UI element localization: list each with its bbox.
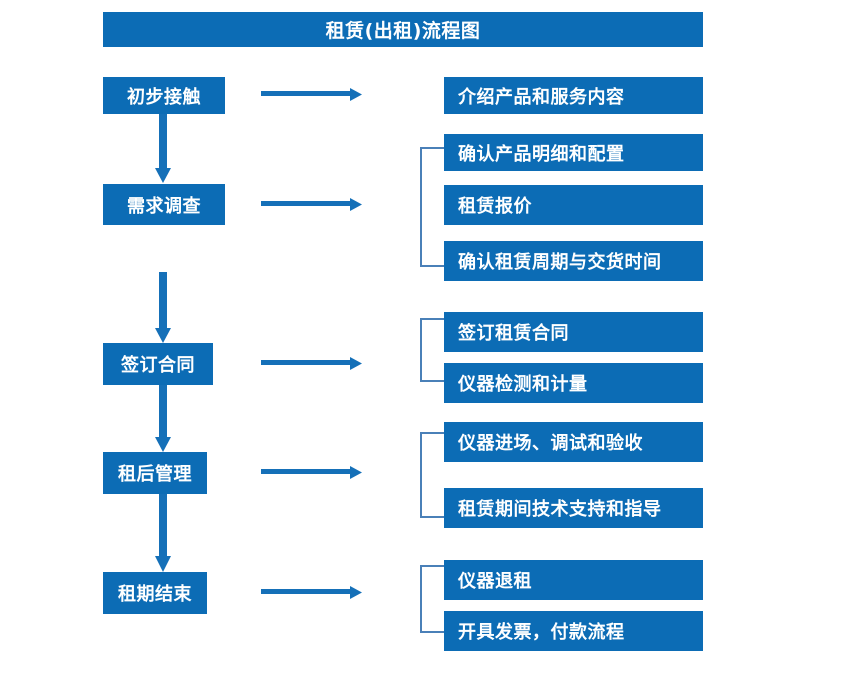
arrow-right-icon-1	[261, 84, 363, 106]
stage-box-1[interactable]: 初步接触	[103, 77, 225, 114]
stage-box-3[interactable]: 签订合同	[103, 343, 213, 385]
arrow-down-icon-3	[152, 385, 174, 453]
detail-box-1[interactable]: 介绍产品和服务内容	[444, 77, 703, 114]
page-title: 租赁(出租)流程图	[103, 12, 703, 47]
detail-box-3[interactable]: 租赁报价	[444, 185, 703, 225]
detail-box-8[interactable]: 租赁期间技术支持和指导	[444, 488, 703, 528]
group-bracket-icon-1	[419, 147, 445, 267]
stage-box-2[interactable]: 需求调查	[103, 184, 225, 225]
arrow-right-icon-4	[261, 462, 363, 484]
group-bracket-icon-3	[419, 432, 445, 518]
detail-box-10[interactable]: 开具发票，付款流程	[444, 611, 703, 651]
detail-box-6[interactable]: 仪器检测和计量	[444, 363, 703, 403]
stage-box-5[interactable]: 租期结束	[103, 572, 207, 614]
arrow-right-icon-2	[261, 194, 363, 216]
detail-box-5[interactable]: 签订租赁合同	[444, 312, 703, 352]
group-bracket-icon-2	[419, 318, 445, 382]
arrow-down-icon-2	[152, 272, 174, 344]
arrow-right-icon-3	[261, 353, 363, 375]
stage-box-4[interactable]: 租后管理	[103, 452, 207, 494]
arrow-right-icon-5	[261, 582, 363, 604]
group-bracket-icon-4	[419, 565, 445, 633]
detail-box-7[interactable]: 仪器进场、调试和验收	[444, 422, 703, 462]
detail-box-2[interactable]: 确认产品明细和配置	[444, 134, 703, 171]
detail-box-9[interactable]: 仪器退租	[444, 560, 703, 600]
detail-box-4[interactable]: 确认租赁周期与交货时间	[444, 241, 703, 281]
arrow-down-icon-4	[152, 494, 174, 573]
arrow-down-icon-1	[152, 114, 174, 184]
